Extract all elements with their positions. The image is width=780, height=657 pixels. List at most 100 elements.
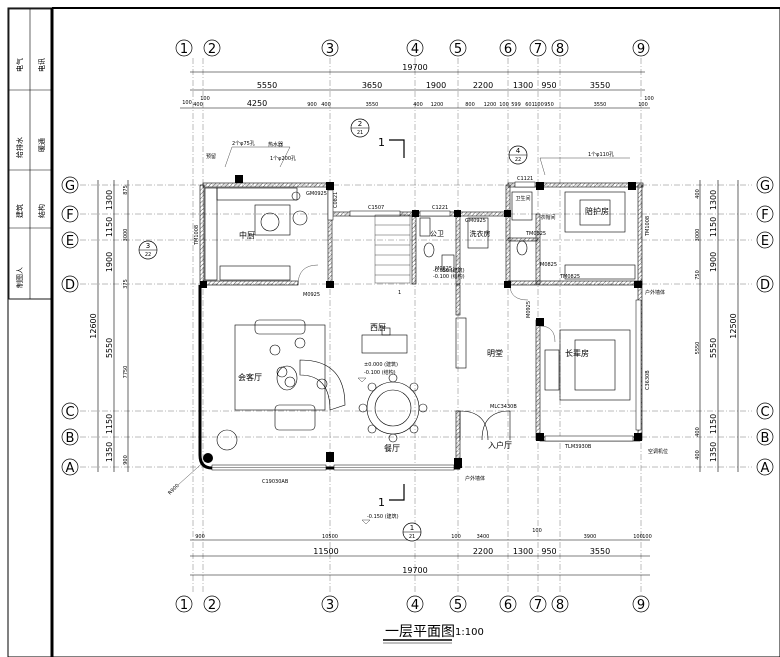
note-label-a: 热水器 <box>268 141 283 148</box>
bottom-dim-3: 1300 <box>513 547 533 556</box>
bottom-small-2: 10500 <box>322 534 338 540</box>
room-nanny: 陪护房 <box>585 206 609 216</box>
left-dimensions: 12600 1300 1150 1900 5550 1150 1350 875 … <box>89 180 129 472</box>
drawing-title-text: 一层平面图 <box>385 624 455 640</box>
detail-2-number: 2 <box>358 120 362 128</box>
note-pipe-1: 2个φ75孔 <box>232 140 255 147</box>
axis-label-3-bottom: 3 <box>326 598 334 613</box>
bottom-small-3: 100 <box>451 534 461 540</box>
title-block-label-architecture: 建筑 <box>15 204 24 218</box>
tag-tlm: TLM3930B <box>564 444 592 450</box>
right-dim-3: 1900 <box>709 252 718 272</box>
tag-gm0925-b: GM0925 <box>465 218 486 224</box>
right-small-4: 5550 <box>695 342 701 355</box>
axis-bubbles-top: 1 2 3 4 5 6 7 8 9 <box>175 39 650 57</box>
top-dim-3: 1900 <box>426 81 446 90</box>
room-living: 会客厅 <box>238 372 262 382</box>
axis-label-6-bottom: 6 <box>504 598 512 613</box>
note-bar-2: 户外墙体 <box>645 289 665 296</box>
axis-label-5-bottom: 5 <box>454 598 462 613</box>
room-laundry: 洗衣房 <box>470 229 491 238</box>
left-dim-3: 1900 <box>105 252 114 272</box>
note-bar-1: 户外墙体 <box>465 475 485 482</box>
title-block-label-drafter: 制图人 <box>15 267 24 288</box>
bottom-dim-1: 11500 <box>313 547 338 556</box>
room-hall: 明堂 <box>487 348 503 358</box>
top-small-9: 1200 <box>431 102 444 108</box>
drawing-scale: 1:100 <box>455 627 484 638</box>
top-small-18: 100 <box>638 102 648 108</box>
axis-label-a-right: A <box>761 461 770 476</box>
stair-number: 1 <box>398 290 401 296</box>
right-dim-5: 1150 <box>709 414 718 434</box>
left-dim-1: 1300 <box>105 190 114 210</box>
room-western-kitchen: 西厨 <box>370 323 386 332</box>
left-small-5: 900 <box>123 455 129 465</box>
section-1-top: 1 <box>378 136 385 149</box>
top-small-12: 100 <box>499 102 509 108</box>
top-dim-7: 3550 <box>590 81 610 90</box>
axis-label-c-left: C <box>65 405 74 420</box>
room-bath: 公卫 <box>430 230 444 238</box>
drawing-frame <box>7 7 780 657</box>
bottom-dimensions: 900 10500 100 3400 100 3900 100 100 1150… <box>190 528 652 576</box>
axis-label-c-right: C <box>760 405 769 420</box>
windows <box>211 181 642 471</box>
tag-c1221: C1221 <box>432 205 448 211</box>
bottom-dim-4: 950 <box>541 547 556 556</box>
detail-4-number: 4 <box>516 147 521 155</box>
axis-label-e-left: E <box>66 234 74 249</box>
top-small-6: 400 <box>321 102 331 108</box>
top-small-2: 100 <box>182 100 192 106</box>
title-block-label-plumbing: 给排水 <box>15 137 24 158</box>
top-small-17: 3550 <box>594 102 607 108</box>
detail-3-sheet: 22 <box>145 252 151 258</box>
tag-tm0825-b: TM0825 <box>559 274 580 280</box>
axis-label-7-top: 7 <box>534 42 542 57</box>
grid-axes <box>80 58 752 592</box>
bottom-dim-2: 2200 <box>473 547 493 556</box>
tag-tm0825: TM0825 <box>525 231 546 237</box>
tag-tm1008: TM1008 <box>645 216 651 237</box>
tag-c19030: C19030AB <box>262 479 289 485</box>
axis-label-a-left: A <box>66 461 75 476</box>
tag-c1121: C1121 <box>517 176 533 182</box>
tag-c3630: C3630B <box>645 370 651 390</box>
axis-label-9-bottom: 9 <box>637 598 645 613</box>
axis-label-4-top: 4 <box>411 42 419 57</box>
top-small-16: 950 <box>544 102 554 108</box>
room-kitchen: 中厨 <box>239 230 255 240</box>
left-dim-6: 1350 <box>105 442 114 462</box>
right-small-3: 750 <box>695 270 701 280</box>
title-block-label-electric: 电气 <box>15 58 24 72</box>
top-small-7: 3550 <box>366 102 379 108</box>
left-small-2: 3000 <box>123 229 129 242</box>
axis-label-3-top: 3 <box>326 42 334 57</box>
axis-label-5-top: 5 <box>454 42 462 57</box>
left-small-4: 7750 <box>123 366 129 379</box>
right-small-6: 400 <box>695 450 701 460</box>
room-labels: 中厨 会客厅 西厨 餐厅 明堂 入户厅 长辈房 陪护房 公卫 洗衣房 卫生间 衣… <box>238 195 609 453</box>
tag-tm1008-b: TM1008 <box>194 225 200 246</box>
left-total-dim: 12600 <box>89 313 98 338</box>
right-small-2: 3000 <box>695 229 701 242</box>
axis-bubbles-right: G F E D C B A <box>756 176 774 476</box>
axis-label-8-top: 8 <box>556 42 564 57</box>
room-dining: 餐厅 <box>384 444 400 453</box>
axis-bubbles-bottom: 1 2 3 4 5 6 7 8 9 <box>175 595 650 613</box>
radius-label: R900 <box>167 483 180 496</box>
axis-label-8-bottom: 8 <box>556 598 564 613</box>
detail-1-sheet: 21 <box>409 534 415 540</box>
top-small-1: 400 <box>193 102 203 108</box>
right-total-dim: 12500 <box>729 313 738 338</box>
axis-label-d-right: D <box>760 278 770 293</box>
right-dim-6: 1350 <box>709 442 718 462</box>
left-small-1: 875 <box>123 185 129 195</box>
left-dim-2: 1150 <box>105 217 114 237</box>
top-small-4: 4250 <box>247 99 267 108</box>
top-dim-5: 1300 <box>513 81 533 90</box>
axis-label-9-top: 9 <box>637 42 645 57</box>
note-pipe-2: 1个φ200孔 <box>270 155 296 162</box>
bottom-small-6: 3900 <box>584 534 597 540</box>
